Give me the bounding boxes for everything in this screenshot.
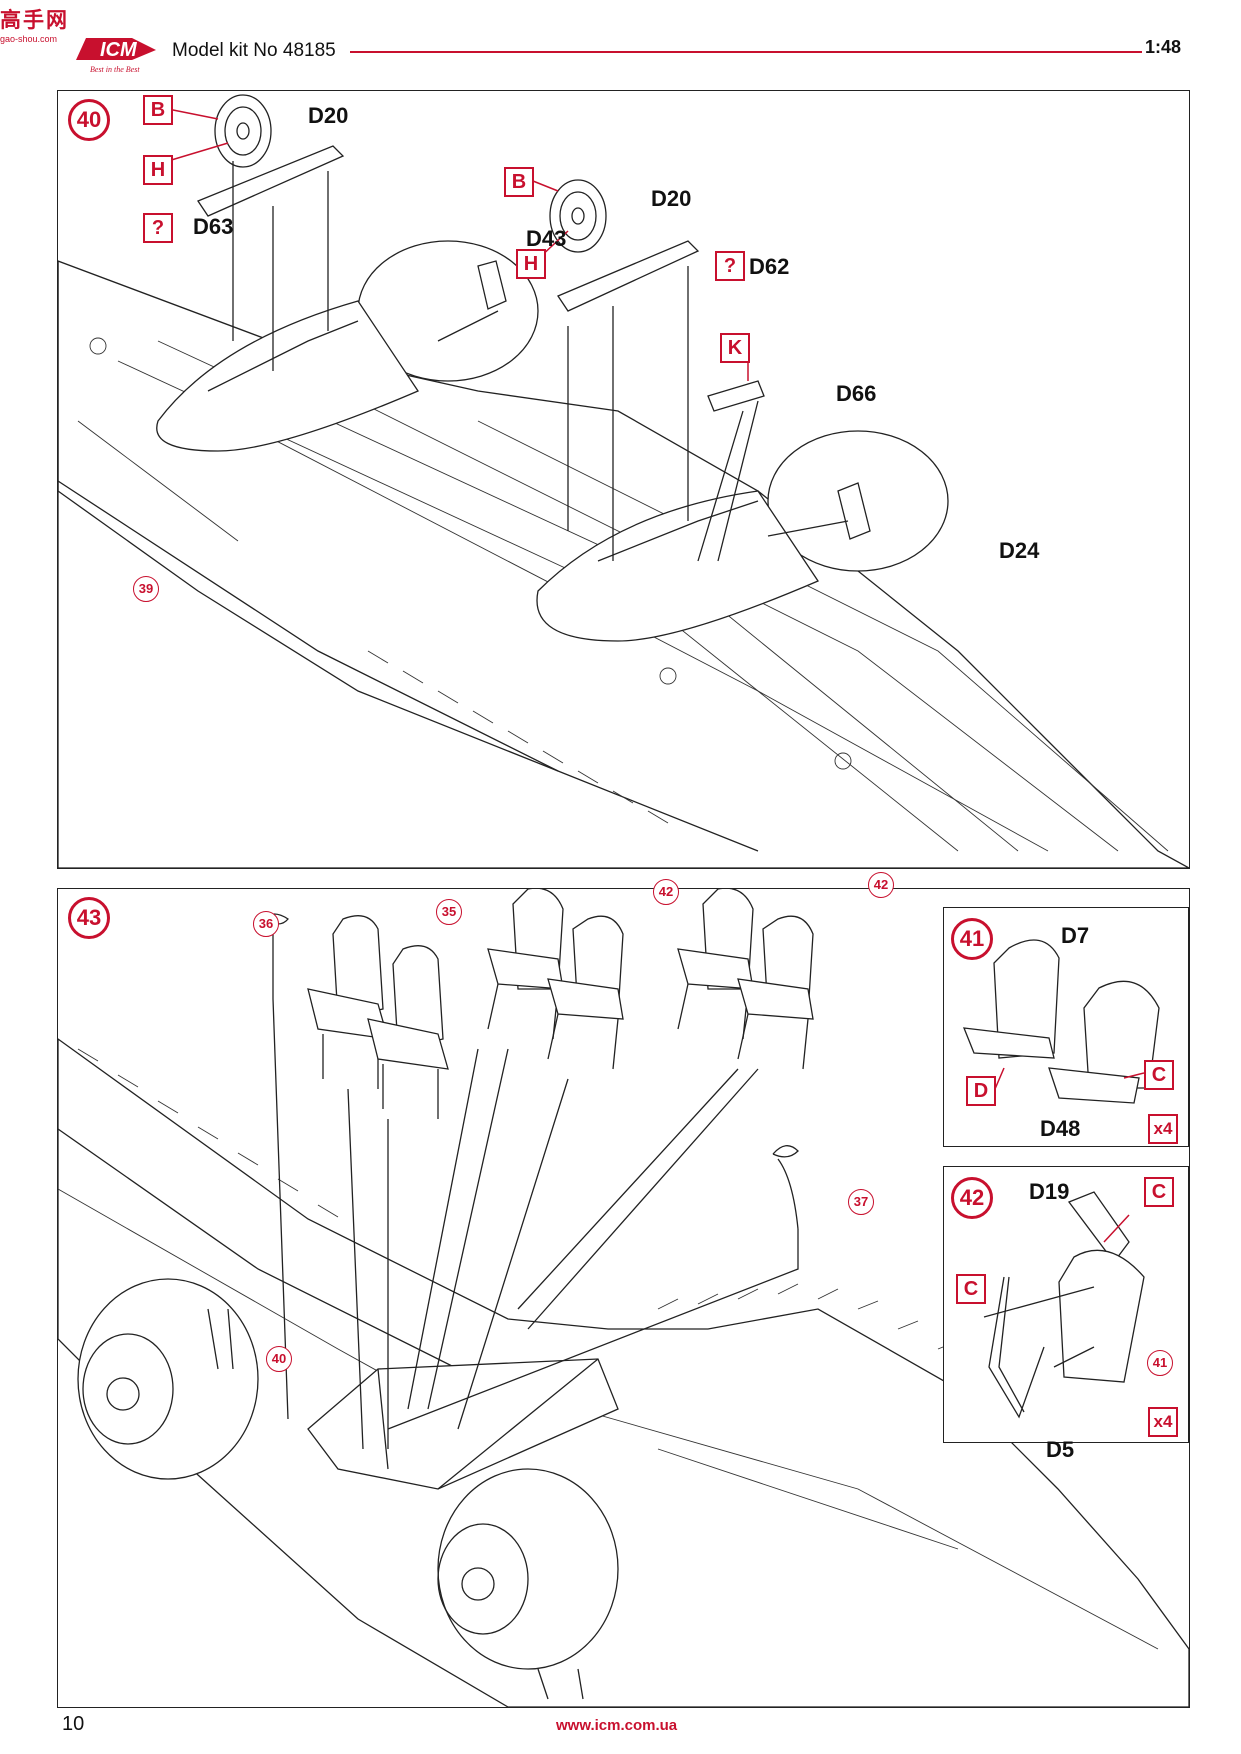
engine-right [437, 1468, 619, 1670]
step-42-panel: 42 D19 D5 C C 41 x4 [943, 1166, 1189, 1462]
ref-step-39: 39 [133, 576, 159, 602]
seat-42-c [677, 889, 754, 1040]
watermark-url: gao-shou.com [0, 34, 58, 44]
code-box-question: ? [715, 251, 745, 281]
door-D63 [197, 145, 345, 217]
step-43-drawing [58, 889, 1189, 1707]
engine-left [77, 1278, 259, 1480]
code-box-B: B [143, 95, 173, 125]
ref-step-37: 37 [848, 1189, 874, 1215]
step-41-panel: 41 D7 D48 D C x4 [943, 907, 1189, 1147]
part-label-D48: D48 [1040, 1116, 1081, 1141]
part-label-D20: D20 [651, 186, 692, 211]
code-box-H: H [143, 155, 173, 185]
code-box-D: D [966, 1076, 996, 1106]
step-41-drawing [962, 939, 1160, 1104]
ref-step-36: 36 [253, 911, 279, 937]
part-label-D19: D19 [1029, 1179, 1070, 1204]
code-box-B: B [504, 167, 534, 197]
wheel-bay-left [156, 300, 419, 452]
ref-step-42: 42 [868, 872, 894, 898]
code-box-C: C [1144, 1177, 1174, 1207]
step-41-number: 41 [951, 918, 993, 960]
seat-frame-D5 [988, 1276, 1045, 1419]
part-D66 [707, 380, 765, 412]
ref-step-35: 35 [436, 899, 462, 925]
logo-tagline: Best in the Best [90, 65, 140, 74]
part-D24 [837, 482, 871, 540]
code-box-C: C [956, 1274, 986, 1304]
wheel-left-D20 [214, 94, 272, 168]
footer-url[interactable]: www.icm.com.ua [556, 1717, 678, 1734]
step-42-drawing [983, 1191, 1145, 1419]
ref-step-42: 42 [653, 879, 679, 905]
seat-pan-D [962, 1027, 1055, 1059]
ref-step-41: 41 [1147, 1350, 1173, 1376]
seat-35-a [307, 915, 389, 1089]
watermark-logo: 高手网 gao-shou.com [0, 4, 75, 44]
part-D43 [477, 260, 507, 310]
kit-title: Model kit No 48185 [172, 40, 336, 61]
icm-logo-mark: ICM Best in the Best [76, 38, 156, 74]
step-42-number: 42 [951, 1177, 993, 1219]
part-label-D66: D66 [836, 381, 877, 406]
flap-slots [77, 420, 669, 824]
part-label-D20: D20 [308, 103, 349, 128]
multiplier-x4: x4 [1148, 1407, 1178, 1437]
seat-42-b [547, 915, 624, 1070]
seat-42-d [737, 915, 814, 1070]
header-rule [350, 51, 1142, 53]
code-box-H: H [516, 249, 546, 279]
part-label-D43: D43 [526, 226, 567, 251]
scale-label: 1:48 [1144, 37, 1181, 57]
step-43-number: 43 [68, 897, 110, 939]
watermark-text: 高手网 [0, 8, 69, 32]
code-box-K: K [720, 333, 750, 363]
step-40-number: 40 [68, 99, 110, 141]
ref-step-40: 40 [266, 1346, 292, 1372]
part-label-D5: D5 [1046, 1437, 1075, 1462]
icm-logo: ICM Best in the Best [70, 30, 160, 76]
wing-surface [58, 1038, 1189, 1707]
page-number: 10 [62, 1713, 85, 1735]
door-D62 [557, 240, 700, 312]
part-D19 [1067, 1191, 1130, 1264]
control-column-37 [772, 1145, 799, 1230]
code-box-C: C [1144, 1060, 1174, 1090]
step-40-drawing [58, 94, 1189, 868]
logo-text: ICM [100, 39, 138, 61]
seat-42-a [487, 889, 564, 1040]
part-label-D24: D24 [999, 538, 1040, 563]
code-box-question: ? [143, 213, 173, 243]
step-40-panel: 40 B H ? B H ? K D20 D63 D20 D43 D62 D66… [57, 90, 1190, 869]
wheel-bay-right [536, 490, 819, 642]
seat-35-b [367, 945, 449, 1119]
part-label-D63: D63 [193, 214, 234, 239]
multiplier-x4: x4 [1148, 1114, 1178, 1144]
part-label-D62: D62 [749, 254, 790, 279]
part-label-D7: D7 [1061, 923, 1090, 948]
seat-assembly-41 [1058, 1249, 1145, 1383]
